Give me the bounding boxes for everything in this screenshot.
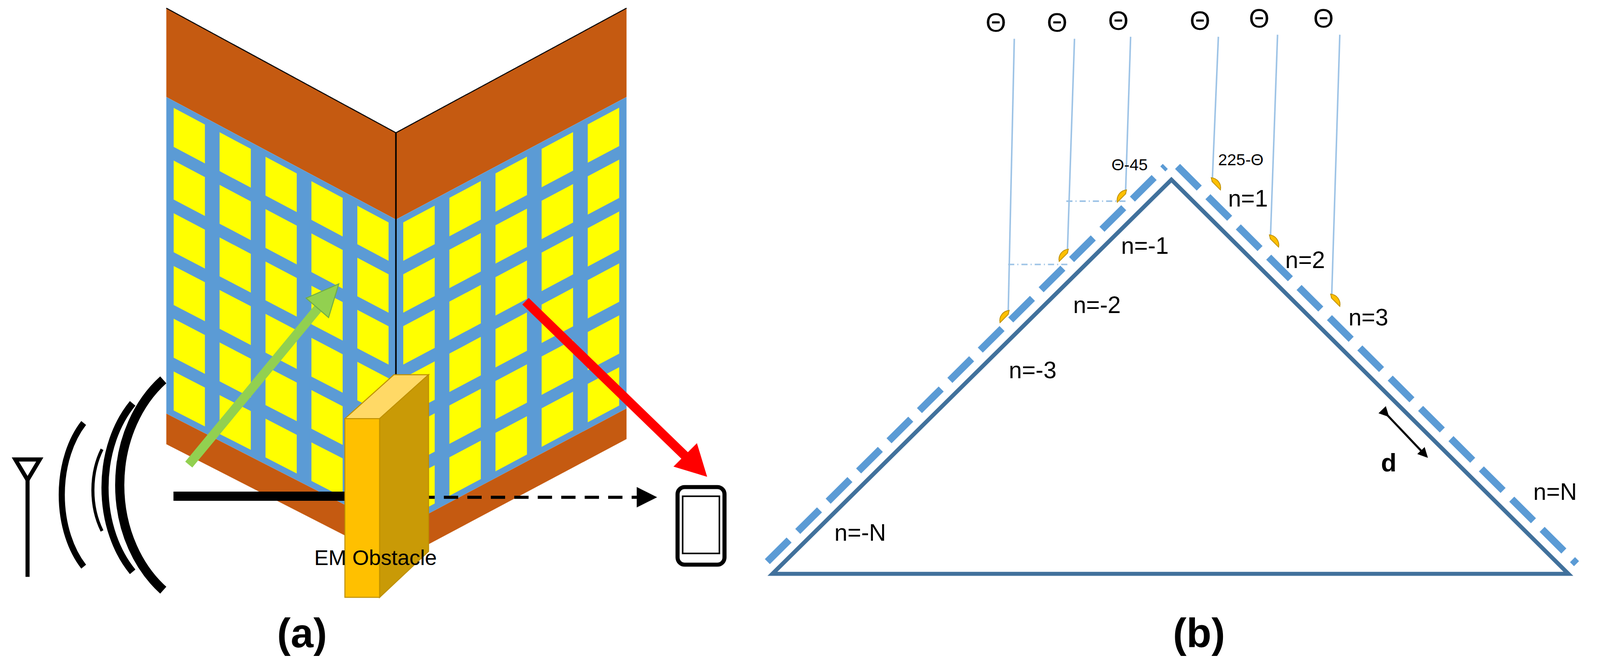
phone <box>677 486 725 565</box>
reflected-arrow <box>525 300 708 477</box>
element-index: n=-N <box>834 521 886 545</box>
angle-symbol: Θ <box>985 9 1007 36</box>
window-tile <box>311 181 343 237</box>
window-tile <box>495 208 528 264</box>
window-tile <box>495 364 528 420</box>
window-tile <box>495 311 528 367</box>
window-tile <box>173 160 206 217</box>
element-index: n=N <box>1533 480 1577 504</box>
window-tile <box>403 205 435 261</box>
element-index: n=1 <box>1227 187 1268 211</box>
window-tile <box>495 156 528 212</box>
window-tile <box>587 211 620 267</box>
window-tile <box>541 183 574 239</box>
window-tile <box>173 371 206 427</box>
window-tile <box>357 257 389 313</box>
angle-symbol: Θ <box>1249 5 1270 32</box>
window-tile <box>449 181 482 237</box>
window-tile <box>541 132 574 188</box>
window-tile <box>219 289 251 345</box>
window-tile <box>311 442 343 497</box>
window-tile <box>173 265 206 321</box>
window-tile <box>173 212 206 269</box>
window-tile <box>173 107 206 164</box>
angle-label: 225-Θ <box>1218 151 1264 169</box>
window-tile <box>449 284 482 340</box>
window-tile <box>403 309 435 365</box>
window-tile <box>311 233 343 289</box>
window-tile <box>587 263 620 319</box>
window-tile <box>311 337 343 393</box>
angle-markers <box>1000 177 1341 323</box>
angle-symbol: Θ <box>1046 9 1068 36</box>
element-index: n=3 <box>1348 305 1389 329</box>
window-tile <box>357 205 389 261</box>
window-tile <box>587 107 620 163</box>
window-tile <box>265 156 297 212</box>
obstacle-label: EM Obstacle <box>314 546 437 568</box>
window-tile <box>449 388 482 444</box>
triangle <box>772 179 1569 574</box>
window-tile <box>449 440 482 496</box>
surface-elements <box>767 166 1577 564</box>
window-tile <box>449 233 482 289</box>
angle-symbol: Θ <box>1189 7 1211 34</box>
window-tile <box>495 260 528 316</box>
window-tile <box>495 416 528 472</box>
element-index: n=-2 <box>1072 293 1121 317</box>
antenna <box>15 379 164 590</box>
element-index: n=-1 <box>1121 234 1169 258</box>
window-tile <box>173 318 206 374</box>
panel-label: (a) <box>277 612 328 654</box>
window-tile <box>449 336 482 392</box>
window-tile <box>265 366 297 422</box>
blocked-path <box>420 495 645 499</box>
window-tile <box>265 209 297 265</box>
window-tile <box>265 418 297 473</box>
element-index: n=-3 <box>1008 358 1057 383</box>
window-tile <box>219 184 251 241</box>
window-tile <box>311 389 343 445</box>
incident-arrow <box>188 283 339 465</box>
window-tile <box>587 159 620 215</box>
direct-path <box>173 491 347 501</box>
angle-label: Θ-45 <box>1111 157 1148 174</box>
element-index: n=2 <box>1285 248 1326 273</box>
spacing-label: d <box>1381 449 1397 476</box>
window-tile <box>541 391 574 447</box>
window-tile <box>219 237 251 293</box>
angle-symbol: Θ <box>1108 7 1129 34</box>
panel-label: (b) <box>1172 612 1226 654</box>
arrow-head <box>636 486 657 507</box>
angle-symbol: Θ <box>1313 5 1334 32</box>
window-tile <box>357 309 389 365</box>
window-tile <box>219 132 251 188</box>
window-tile <box>541 235 574 291</box>
window-tile <box>265 261 297 317</box>
window-tile <box>403 257 435 313</box>
